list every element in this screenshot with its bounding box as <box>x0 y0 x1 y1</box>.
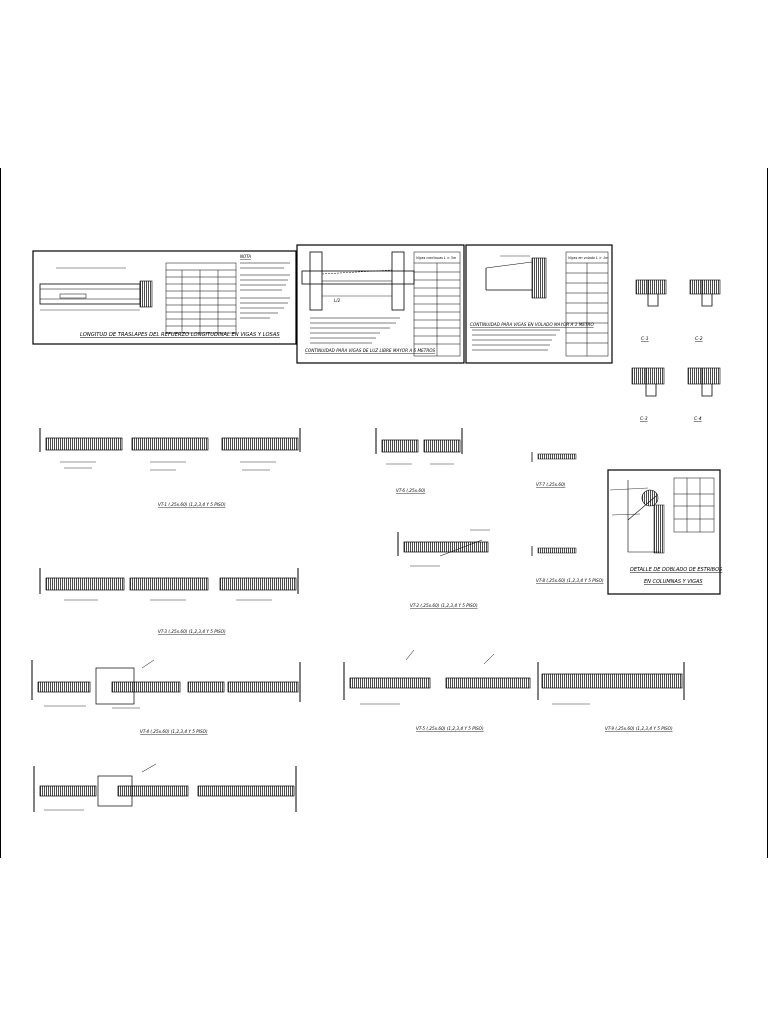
beam-vt7: VT-7 (.25x.60) <box>531 452 577 487</box>
beam-vt4-label: VT-4 (.25x.60) (1,2,3,4 Y 5 PISO) <box>140 729 208 734</box>
beam-vt8-label: VT-8 (.25x.60) (1,2,3,4 Y 5 PISO) <box>536 578 604 583</box>
beam-vt3: VT-3 (.25x.60) (1,2,3,4 Y 5 PISO) <box>39 568 299 634</box>
column-detail-c1: C-1 <box>635 279 667 342</box>
beam-vt9-label: VT-9 (.25x.60) (1,2,3,4 Y 5 PISO) <box>605 726 673 731</box>
beam-vt5-label: VT-5 (.25x.60) (1,2,3,4 Y 5 PISO) <box>416 726 484 731</box>
sheet-left-edge <box>0 168 1 858</box>
stirrup-bending-panel: DETALLE DE DOBLADO DE ESTRIBOS EN COLUMN… <box>607 469 723 595</box>
beam-vt1-label: VT-1 (.25x.60) (1,2,3,4 Y 5 PISO) <box>158 502 226 507</box>
stirrup-title-line1: DETALLE DE DOBLADO DE ESTRIBOS <box>630 567 723 573</box>
beam-a-half-span: L/2 <box>334 298 341 303</box>
splice-panel-title: LONGITUD DE TRASLAPES DEL REFUERZO LONGI… <box>80 332 280 338</box>
beam-vt2-label: VT-2 (.25x.60) (1,2,3,4 Y 5 PISO) <box>410 603 478 608</box>
beam-vt6-label: VT-6 (.25x.60) <box>396 488 426 493</box>
column-detail-c2: C-2 <box>689 279 721 342</box>
splice-length-panel: NOTA LONGITUD DE TRASLAPES DEL REFUERZO … <box>32 250 297 345</box>
column-detail-c4: C-4 <box>687 367 721 422</box>
beam-vt4-repeat <box>33 763 297 812</box>
column-c1-label: C-1 <box>641 336 649 342</box>
cantilever-panel: Vigas en volado L > 1m CONTINUIDAD PARA … <box>465 244 613 364</box>
beam-vt4: VT-4 (.25x.60) (1,2,3,4 Y 5 PISO) <box>31 659 301 734</box>
beam-vt1: VT-1 (.25x.60) (1,2,3,4 Y 5 PISO) <box>39 428 301 507</box>
beam-vt8: VT-8 (.25x.60) (1,2,3,4 Y 5 PISO) <box>531 546 604 583</box>
column-c3-label: C-3 <box>640 416 648 422</box>
column-c4-label: C-4 <box>694 416 702 422</box>
beam-vt2: VT-2 (.25x.60) (1,2,3,4 Y 5 PISO) <box>397 529 490 608</box>
beam-b-title: CONTINUIDAD PARA VIGAS EN VOLADO MAYOR A… <box>470 322 594 327</box>
beam-vt9: VT-9 (.25x.60) (1,2,3,4 Y 5 PISO) <box>537 662 685 731</box>
beam-a-title: CONTINUIDAD PARA VIGAS DE LUZ LIBRE MAYO… <box>305 348 436 353</box>
stirrup-title-line2: EN COLUMNAS Y VIGAS <box>644 579 703 585</box>
beam-a-table-heading: Vigas continuas L > 3m <box>416 256 457 260</box>
column-detail-c3: C-3 <box>631 367 665 422</box>
splice-notes-heading: NOTA <box>240 254 251 259</box>
beam-b-table-heading: Vigas en volado L > 1m <box>568 256 609 260</box>
column-c2-label: C-2 <box>695 336 703 342</box>
beam-vt6: VT-6 (.25x.60) <box>375 428 463 493</box>
beam-vt3-label: VT-3 (.25x.60) (1,2,3,4 Y 5 PISO) <box>158 629 226 634</box>
beam-vt5: VT-5 (.25x.60) (1,2,3,4 Y 5 PISO) <box>343 649 531 731</box>
beam-vt7-label: VT-7 (.25x.60) <box>536 482 566 487</box>
continuity-span-panel: L/2 <box>296 244 465 364</box>
